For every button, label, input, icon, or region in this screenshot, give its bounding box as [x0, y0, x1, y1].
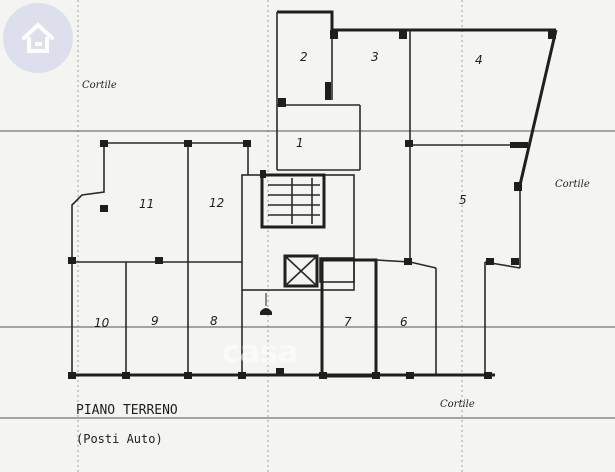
room-9: 9	[151, 314, 159, 328]
room-5: 5	[459, 193, 467, 207]
room-4: 4	[475, 53, 483, 67]
stair-core	[241, 173, 355, 291]
watermark-text: casa	[222, 335, 298, 370]
courtyard-label-top-left: Cortile	[82, 80, 117, 91]
structural-pillars	[68, 30, 556, 379]
room-11: 11	[139, 197, 154, 211]
courtyard-label-bottom: Cortile	[440, 399, 475, 410]
room-10: 10	[94, 316, 110, 330]
upper-block-walls	[276, 10, 558, 186]
right-block-walls	[409, 144, 521, 375]
plan-subtitle: (Posti Auto)	[76, 432, 163, 446]
entrance-symbol	[260, 308, 272, 315]
room-1: 1	[296, 136, 304, 150]
plan-title: PIANO TERRENO	[76, 403, 178, 418]
courtyard-label-right: Cortile	[555, 179, 590, 190]
room-8: 8	[210, 314, 218, 328]
room-3: 3	[371, 50, 379, 64]
room-7: 7	[344, 315, 352, 329]
room-12: 12	[209, 196, 224, 210]
room-6: 6	[400, 315, 408, 329]
house-logo-icon	[3, 3, 73, 73]
room-2: 2	[300, 50, 308, 64]
